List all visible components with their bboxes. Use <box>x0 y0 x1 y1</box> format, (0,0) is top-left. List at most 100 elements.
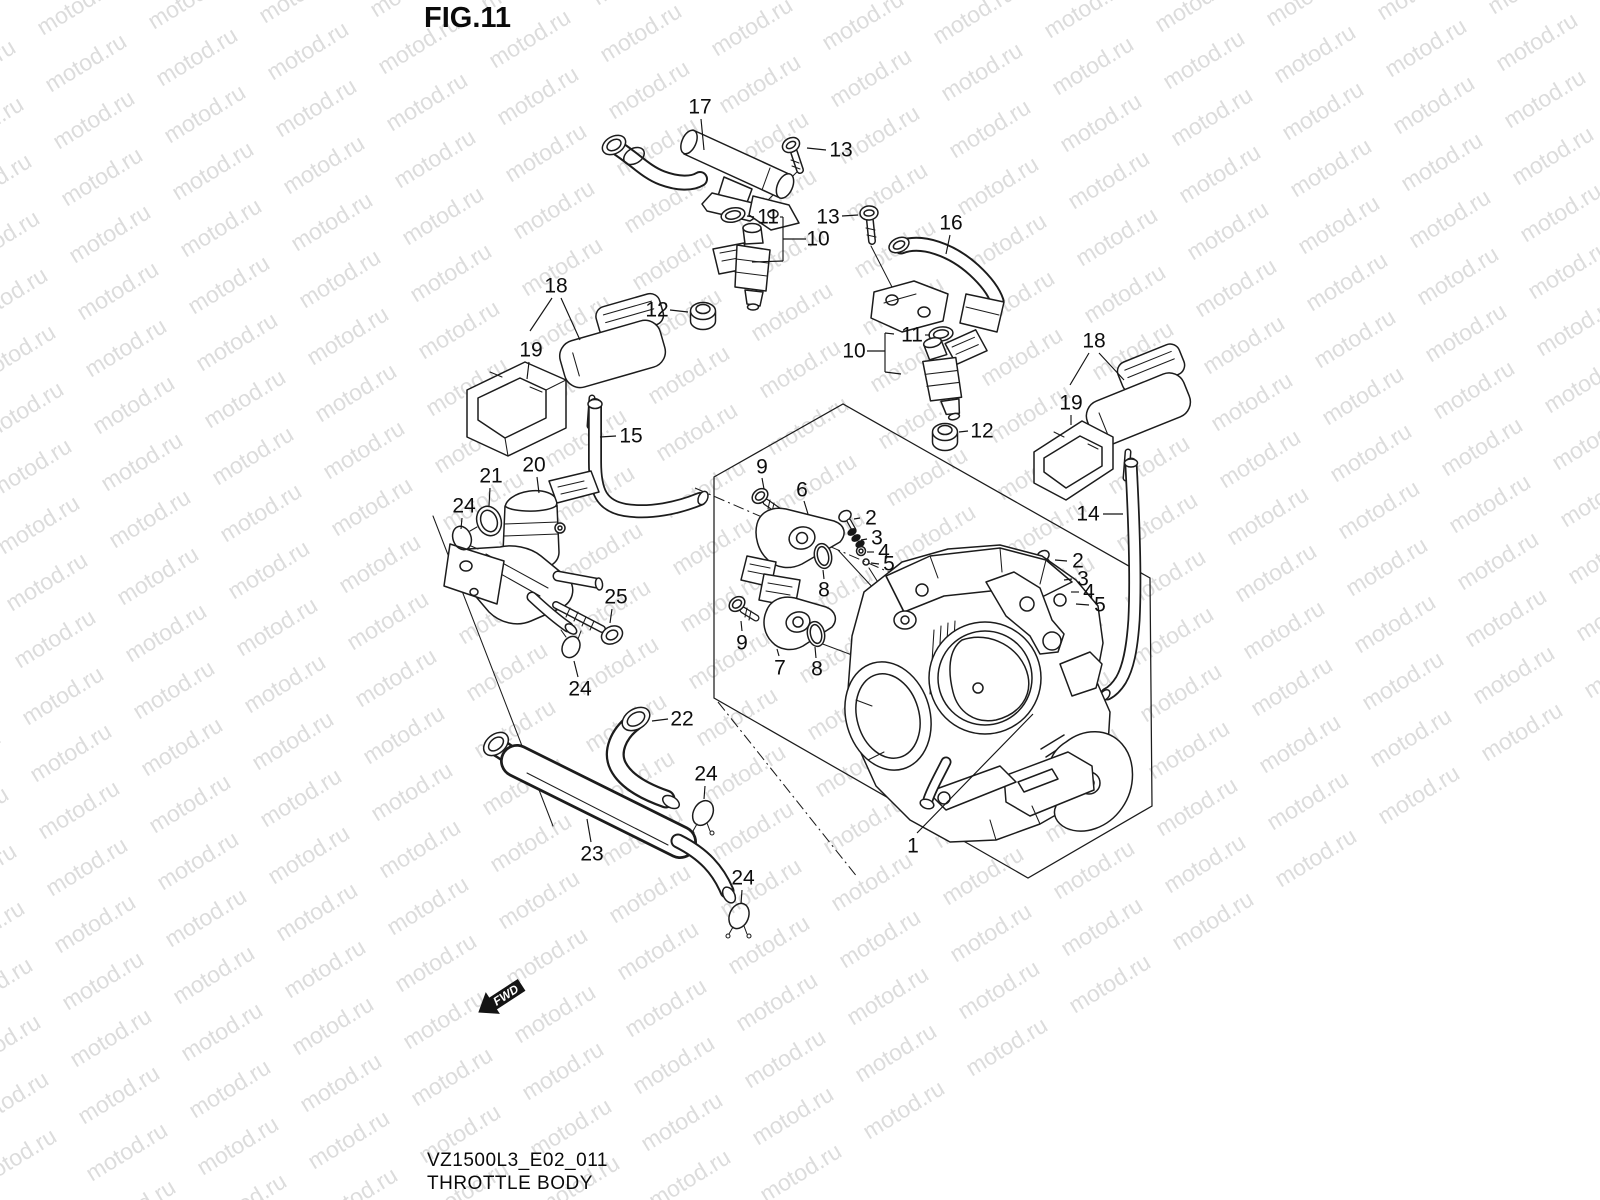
fuel-rail-drawing <box>601 129 800 231</box>
leader-line-7 <box>776 648 780 657</box>
callout-24: 24 <box>731 867 755 890</box>
leader-line-18 <box>1069 352 1090 386</box>
bolt-25 <box>552 601 624 645</box>
callout-12: 12 <box>645 299 668 322</box>
callout-10: 10 <box>842 340 865 363</box>
callout-2: 2 <box>865 507 877 530</box>
callout-19: 19 <box>519 339 542 362</box>
leader-line-11 <box>746 215 755 218</box>
callout-3: 3 <box>871 527 883 550</box>
screw-set-2345-left <box>838 509 870 566</box>
callout-23: 23 <box>580 843 603 866</box>
callout-13: 13 <box>816 206 839 229</box>
leader-line-21 <box>488 487 491 507</box>
hose-14-drawing <box>1099 457 1142 702</box>
cushion-12-right <box>931 422 959 452</box>
leader-line-6 <box>803 500 809 515</box>
leader-line-23 <box>586 818 592 843</box>
callout-1: 1 <box>907 835 919 858</box>
fwd-arrow: FWD <box>478 979 526 1014</box>
footer-code: VZ1500L3_E02_011 <box>427 1150 608 1171</box>
leader-line-3 <box>860 538 868 541</box>
leader-line-24 <box>703 785 706 800</box>
callout-24: 24 <box>452 495 476 518</box>
leader-line-17 <box>700 118 705 151</box>
callout-21: 21 <box>479 465 502 488</box>
injector-left <box>712 222 771 311</box>
callout-11: 11 <box>901 324 923 347</box>
callout-18: 18 <box>1082 330 1105 353</box>
callout-5: 5 <box>883 553 895 576</box>
callout-19: 19 <box>1059 392 1082 415</box>
callout-4: 4 <box>878 541 890 564</box>
o-ring-21 <box>475 505 503 537</box>
callout-17: 17 <box>688 96 711 119</box>
assembly-box-outline <box>713 403 1153 879</box>
leader-line-24 <box>573 660 579 678</box>
leader-line-5 <box>870 562 880 565</box>
leader-line-22 <box>651 718 669 722</box>
leader-line-19 <box>526 361 530 380</box>
leader-line-25 <box>609 608 613 624</box>
coupler-19-right <box>1033 420 1114 501</box>
callout-8: 8 <box>811 658 823 681</box>
clip-24-1 <box>451 525 479 551</box>
hose-23-drawing <box>482 731 737 904</box>
callout-3: 3 <box>1077 568 1089 591</box>
screw-13-left <box>781 136 804 174</box>
leader-line-10 <box>884 332 895 335</box>
clip-24-2 <box>560 629 582 659</box>
sensor-6-drawing <box>740 507 845 588</box>
leader-line-18 <box>560 297 581 341</box>
leader-line-18 <box>1098 352 1125 381</box>
leader-line-8 <box>814 646 817 659</box>
callout-8: 8 <box>818 579 830 602</box>
leader-line-10 <box>751 260 784 263</box>
clip-24-4 <box>725 902 752 939</box>
leader-line-13 <box>841 214 859 217</box>
leader-line-9 <box>740 620 743 632</box>
leader-line-20 <box>536 476 540 494</box>
leader-line-12 <box>669 309 689 313</box>
leader-line-3 <box>1063 578 1073 581</box>
hose-15-drawing <box>587 398 709 519</box>
footer-name: THROTTLE BODY <box>427 1173 593 1194</box>
callout-20: 20 <box>522 454 545 477</box>
screw-13-right <box>859 205 879 245</box>
callout-15: 15 <box>619 425 642 448</box>
leader-line-1 <box>916 713 1034 834</box>
leader-line-2 <box>853 517 861 520</box>
leader-line-10 <box>884 371 902 375</box>
callout-25: 25 <box>604 586 627 609</box>
leader-line-9 <box>761 477 765 490</box>
leader-line-15 <box>599 435 617 438</box>
callout-10: 10 <box>806 228 829 251</box>
callout-14: 14 <box>1076 503 1100 526</box>
leader-line-24 <box>740 889 743 905</box>
o-ring-8-bottom <box>806 620 826 648</box>
callout-24: 24 <box>694 763 718 786</box>
coupler-19-left <box>466 361 567 457</box>
callout-12: 12 <box>970 420 993 443</box>
hose-22-drawing <box>605 706 681 810</box>
clip-24-3 <box>689 799 715 836</box>
callout-9: 9 <box>736 632 748 655</box>
callout-7: 7 <box>774 657 786 680</box>
leader-line-2 <box>1054 559 1068 562</box>
screw-9-bottom <box>728 595 760 622</box>
injector-right <box>922 329 988 421</box>
callout-11: 11 <box>757 206 779 229</box>
leader-line-13 <box>806 147 827 151</box>
callout-13: 13 <box>829 139 852 162</box>
leader-line-24 <box>460 517 463 530</box>
throttle-body-drawing <box>844 544 1134 843</box>
washer-11-left <box>720 206 746 224</box>
bracket-16-drawing <box>870 236 1005 333</box>
leader-line-8 <box>822 569 825 580</box>
callout-18: 18 <box>544 275 567 298</box>
callout-2: 2 <box>1072 550 1084 573</box>
o-ring-8-top <box>813 542 833 570</box>
